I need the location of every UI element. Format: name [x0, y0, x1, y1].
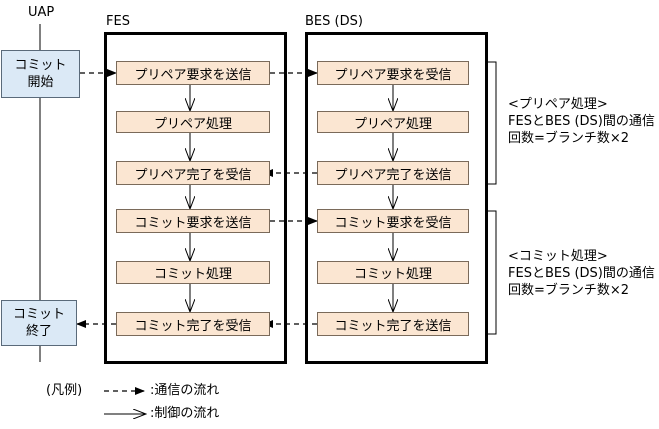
- prepare-note: <プリペア処理> FESとBES (DS)間の通信 回数=ブランチ数×2: [508, 96, 655, 147]
- fes-step-prepare-send: プリペア要求を送信: [116, 61, 270, 85]
- commit-note: <コミット処理> FESとBES (DS)間の通信 回数=ブランチ数×2: [508, 248, 655, 299]
- fes-step-prepare-complete-receive: プリペア完了を受信: [116, 161, 270, 185]
- fes-step-commit-process: コミット処理: [116, 261, 270, 284]
- commit-note-line2: 回数=ブランチ数×2: [508, 283, 630, 298]
- bes-step-prepare-receive: プリペア要求を受信: [317, 61, 469, 85]
- fes-step-commit-complete-receive: コミット完了を受信: [116, 312, 270, 336]
- bes-frame: [305, 32, 488, 364]
- uap-label: UAP: [28, 5, 55, 20]
- fes-step-prepare-process: プリペア処理: [116, 111, 270, 133]
- prepare-note-line2: 回数=ブランチ数×2: [508, 131, 630, 146]
- legend-title: (凡例): [46, 383, 83, 398]
- commit-start-line1: コミット: [14, 58, 67, 73]
- prepare-note-line1: FESとBES (DS)間の通信: [508, 114, 655, 129]
- fes-frame: [104, 32, 287, 364]
- commit-end-line2: 終了: [25, 324, 52, 339]
- legend-control-label: :制御の流れ: [150, 406, 220, 421]
- commit-bracket: [488, 210, 497, 335]
- bes-step-commit-complete-send: コミット完了を送信: [317, 312, 469, 336]
- fes-label: FES: [106, 14, 130, 29]
- bes-step-prepare-complete-send: プリペア完了を送信: [317, 161, 469, 185]
- bes-label: BES (DS): [305, 14, 363, 29]
- legend-communication-label: :通信の流れ: [150, 383, 220, 398]
- bes-step-commit-process: コミット処理: [317, 261, 469, 284]
- fes-step-commit-send: コミット要求を送信: [116, 209, 270, 233]
- commit-end-line1: コミット: [12, 307, 65, 322]
- commit-end-box: コミット終了: [1, 300, 77, 346]
- commit-note-title: <コミット処理>: [508, 249, 608, 264]
- bes-step-commit-receive: コミット要求を受信: [317, 209, 469, 233]
- prepare-note-title: <プリペア処理>: [508, 97, 608, 112]
- prepare-bracket: [488, 61, 497, 185]
- commit-start-line2: 開始: [27, 75, 54, 90]
- commit-start-box: コミット開始: [1, 50, 80, 98]
- bes-step-prepare-process: プリペア処理: [317, 111, 469, 133]
- commit-note-line1: FESとBES (DS)間の通信: [508, 266, 655, 281]
